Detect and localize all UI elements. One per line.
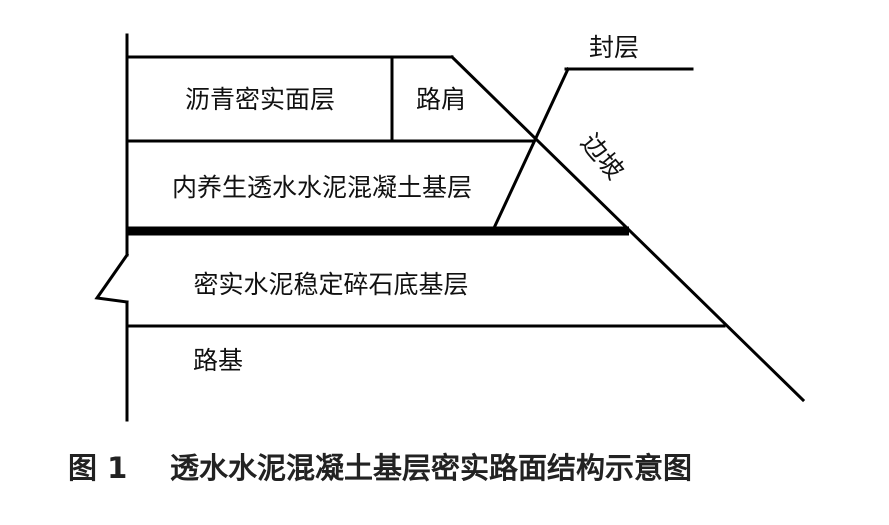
break-symbol	[94, 252, 130, 304]
subbase-layer-label: 密实水泥稳定碎石底基层	[193, 270, 468, 299]
shoulder-label: 路肩	[416, 85, 466, 114]
base-layer-label: 内养生透水水泥混凝土基层	[172, 173, 472, 202]
figure-title: 透水水泥混凝土基层密实路面结构示意图	[170, 451, 692, 485]
slope-label: 边坡	[575, 128, 629, 185]
figure-number: 图 1	[68, 451, 127, 485]
seal-label: 封层	[589, 33, 639, 62]
shoulder-slope-line	[492, 67, 570, 230]
subgrade-label: 路基	[193, 346, 243, 375]
asphalt-surface-label: 沥青密实面层	[185, 85, 335, 114]
